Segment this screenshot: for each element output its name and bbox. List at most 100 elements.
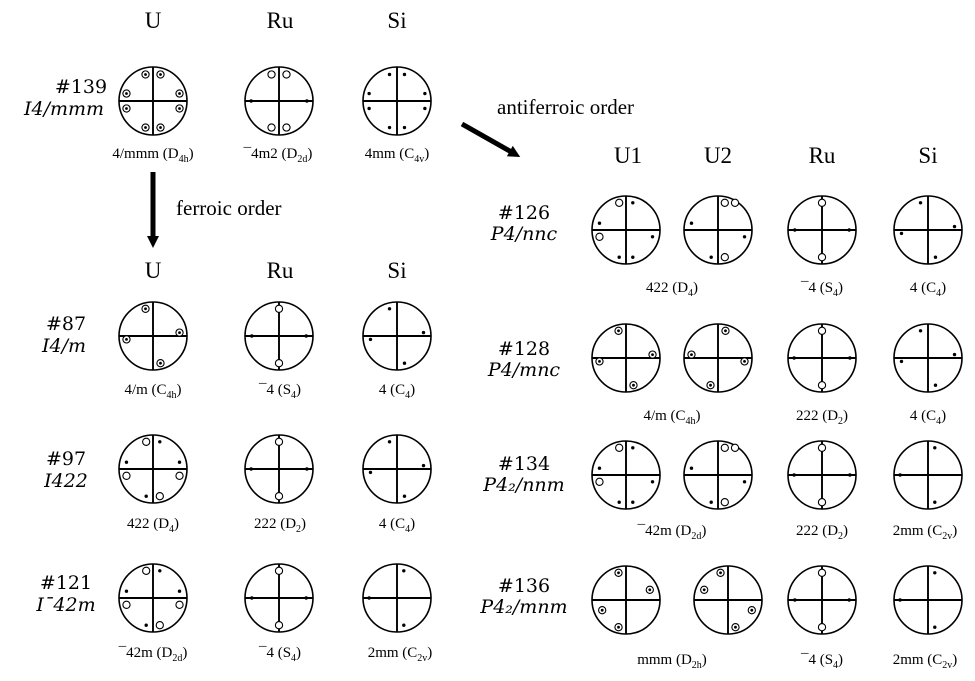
pole-dot bbox=[650, 235, 655, 239]
pole-dot bbox=[848, 356, 852, 360]
pole-dot bbox=[597, 466, 602, 470]
pole-dot bbox=[367, 91, 371, 96]
pole-dot bbox=[933, 500, 937, 504]
af-col-u1: U1 bbox=[614, 143, 642, 168]
sg-symbol: P4₂/nnm bbox=[482, 474, 564, 496]
pole-dot bbox=[158, 569, 162, 573]
pole-dot bbox=[918, 329, 923, 333]
pole-dot bbox=[933, 255, 938, 259]
stereogram-af-134-u1 bbox=[591, 440, 661, 510]
pole-open-circle bbox=[274, 566, 284, 575]
pole-dot bbox=[792, 473, 796, 477]
pole-dot bbox=[159, 126, 162, 129]
pole-open-circle bbox=[175, 471, 184, 480]
pole-open-circle bbox=[155, 492, 164, 501]
pole-dot bbox=[690, 353, 693, 356]
pole-dot bbox=[125, 92, 128, 95]
pole-dot bbox=[632, 383, 635, 387]
pole-dot bbox=[305, 467, 309, 471]
parent-u-psg: 4/mmm (D4h) bbox=[112, 146, 193, 165]
pole-dot bbox=[898, 473, 902, 477]
sg-number: #136 bbox=[498, 575, 550, 597]
ferroic-col-u: U bbox=[145, 258, 162, 283]
pole-dot bbox=[724, 329, 727, 333]
pole-dot bbox=[144, 494, 148, 498]
psg-ru: ¯4 (S4) bbox=[800, 652, 843, 671]
psg-si: 2mm (C2v) bbox=[893, 523, 958, 542]
stereogram-af-134-ru bbox=[787, 440, 857, 510]
pole-dot bbox=[651, 353, 654, 356]
ferroic-row-97: #97 I422 422 (D4) 222 (D2) 4 (C4) bbox=[43, 434, 432, 535]
pole-open-circle bbox=[595, 232, 604, 241]
pole-open-circle bbox=[595, 477, 604, 486]
pole-dot bbox=[847, 598, 851, 602]
pole-dot bbox=[792, 356, 796, 360]
pole-dot bbox=[742, 235, 747, 239]
pole-dot bbox=[617, 500, 621, 504]
parent-sg-number: #139 bbox=[55, 76, 107, 98]
pole-dot bbox=[402, 361, 407, 365]
pole-dot bbox=[124, 589, 129, 593]
pole-dot bbox=[125, 107, 128, 110]
psg-si: 2mm (C2v) bbox=[368, 645, 433, 664]
pole-dot bbox=[631, 255, 635, 259]
pole-dot bbox=[689, 221, 694, 225]
psg-ru: ¯4 (S4) bbox=[258, 382, 301, 401]
pole-open-circle bbox=[282, 70, 291, 79]
pole-dot bbox=[793, 228, 797, 232]
pole-open-circle bbox=[720, 253, 729, 262]
stereogram-af-126-si bbox=[893, 195, 963, 265]
stereogram-parent-si bbox=[362, 66, 432, 136]
pole-dot bbox=[387, 125, 392, 130]
pole-dot bbox=[848, 473, 852, 477]
stereogram-ferroic-97-si bbox=[362, 434, 432, 504]
ferroic-col-si: Si bbox=[387, 258, 406, 283]
pole-dot bbox=[600, 608, 604, 612]
stereogram-ferroic-87-u bbox=[118, 301, 188, 371]
psg-u: mmm (D2h) bbox=[637, 652, 707, 671]
pole-open-circle bbox=[122, 471, 131, 480]
stereogram-ferroic-121-u bbox=[118, 563, 188, 633]
sg-symbol: I4/m bbox=[41, 335, 86, 357]
parent-si-psg: 4mm (C4v) bbox=[365, 146, 430, 165]
stereogram-af-136-ru bbox=[787, 565, 857, 635]
pole-dot bbox=[178, 92, 181, 95]
pole-open-circle bbox=[274, 437, 284, 446]
pole-open-circle bbox=[817, 443, 827, 452]
stereogram-ferroic-121-si bbox=[362, 563, 432, 633]
pole-open-circle bbox=[142, 437, 151, 446]
pole-dot bbox=[709, 500, 713, 504]
stereogram-af-128-u2 bbox=[683, 323, 753, 393]
pole-dot bbox=[689, 466, 694, 470]
sg-symbol: P4/mnc bbox=[487, 359, 561, 381]
psg-si: 4 (C4) bbox=[379, 516, 415, 535]
psg-u: 422 (D4) bbox=[127, 516, 179, 535]
psg-si: 2mm (C2v) bbox=[893, 652, 958, 671]
psg-si: 4 (C4) bbox=[910, 408, 946, 427]
antiferroic-order-label: antiferroic order bbox=[497, 95, 634, 119]
pole-dot bbox=[402, 125, 407, 130]
pole-dot bbox=[368, 470, 373, 475]
pole-open-circle bbox=[817, 253, 827, 262]
pole-dot bbox=[650, 480, 655, 484]
sg-symbol: P4₂/mnm bbox=[479, 596, 567, 618]
pole-open-circle bbox=[817, 568, 827, 577]
pole-dot bbox=[178, 107, 181, 110]
psg-ru: 222 (D2) bbox=[796, 408, 848, 427]
af-row-128: #128 P4/mnc 4/m (C4h) 222 (D2) 4 (C4) bbox=[487, 323, 963, 427]
sg-number: #97 bbox=[46, 448, 86, 470]
pole-dot bbox=[423, 91, 427, 96]
stereogram-af-126-u2 bbox=[683, 195, 753, 265]
af-col-ru: Ru bbox=[809, 143, 836, 168]
pole-dot bbox=[933, 571, 937, 575]
psg-u: 4/m (C4h) bbox=[643, 408, 700, 427]
pole-dot bbox=[368, 337, 373, 342]
pole-dot bbox=[898, 598, 902, 602]
pole-dot bbox=[933, 446, 937, 450]
pole-open-circle bbox=[817, 498, 827, 507]
psg-ru: ¯4 (S4) bbox=[800, 280, 843, 299]
pole-dot bbox=[144, 307, 147, 311]
af-row-126: #126 P4/nnc 422 (D4) ¯4 (S4) 4 (C4) bbox=[490, 195, 963, 299]
pole-open-circle bbox=[274, 621, 284, 630]
